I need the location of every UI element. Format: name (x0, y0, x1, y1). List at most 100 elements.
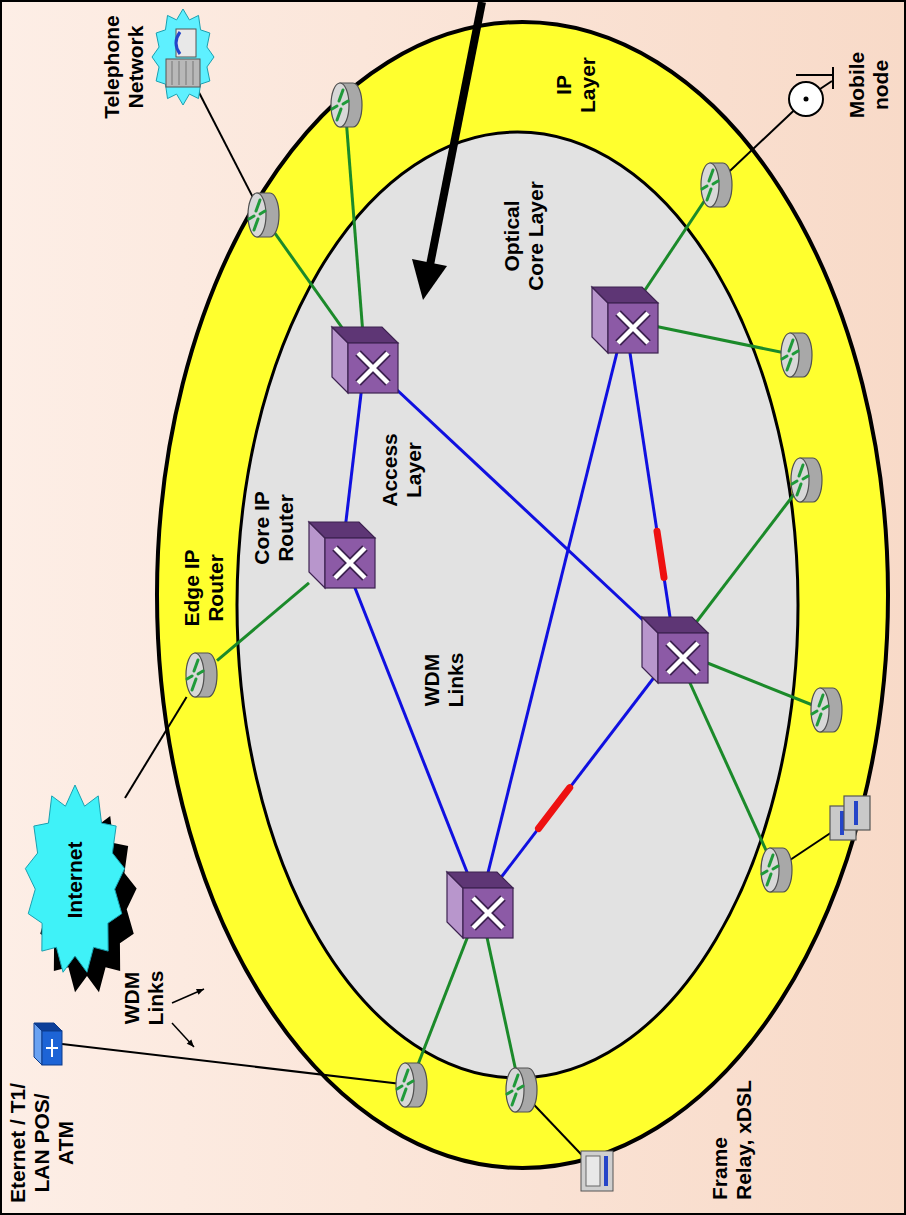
device-body (581, 1151, 613, 1191)
router-arrow (713, 181, 718, 184)
edge-router-icon (791, 458, 822, 502)
router-arrow (707, 189, 711, 200)
ring-outline (157, 22, 888, 1168)
edge-router-icon (761, 848, 792, 892)
router-arrow (249, 216, 254, 219)
router-arrow (397, 1086, 402, 1089)
router-arrow (792, 481, 797, 484)
ethernet-switch-shape (30, 1021, 64, 1067)
cube-cross (358, 353, 388, 383)
router-top (331, 83, 349, 127)
core-router: Core IP Router (309, 522, 375, 588)
router-arrow (192, 679, 196, 690)
core-ring-shape (235, 130, 800, 1080)
edge-router-shape (183, 653, 217, 697)
access-ring-shape (155, 20, 890, 1170)
router-top (248, 193, 266, 237)
edge-router-icon (781, 333, 812, 377)
router-arrow (402, 1089, 406, 1100)
cube-cross (335, 548, 365, 578)
node-label: Optical Core Layer (500, 177, 548, 295)
ring-outline (237, 132, 798, 1078)
handset (176, 32, 180, 54)
layer-label: Access Layer (378, 430, 426, 510)
cube-cross (473, 898, 503, 928)
core-router-icon (642, 617, 708, 683)
router-arrow (823, 706, 828, 709)
link-label: WDM Links (420, 645, 468, 715)
router-top (396, 1063, 414, 1107)
access-line (190, 75, 262, 215)
router-arrow (793, 351, 798, 354)
edge-router-icon (186, 653, 217, 697)
switch-side (34, 1023, 62, 1031)
node-label: Internet (63, 841, 87, 918)
internet-cloud: Internet (25, 785, 125, 975)
edge-router-icon (506, 1068, 537, 1112)
router-arrow (332, 106, 337, 109)
mobile-dish-shape (786, 67, 836, 119)
router-top (186, 653, 204, 697)
building-floor (186, 61, 187, 85)
ethernet-switch: Eternet / T1/ LAN POS/ ATM (30, 1021, 64, 1067)
cube-cross (358, 353, 388, 383)
cube-cross (618, 313, 648, 343)
dish (789, 82, 823, 116)
leader-arrow-head (187, 1039, 194, 1047)
router-arrow (187, 676, 192, 679)
telephone-cloud-shape (152, 9, 214, 105)
link-label: WDM Links (120, 963, 168, 1033)
cube-cross (668, 643, 698, 673)
router-arrow (343, 101, 348, 104)
frame-relay-device: Frame Relay, xDSL (575, 1147, 619, 1195)
dish-feed (804, 97, 809, 102)
edge-router-icon (811, 688, 842, 732)
core-ring: Optical Core LayerCore IP Router (235, 130, 800, 1080)
building-floor (193, 61, 194, 85)
node-label: Telephone Network (100, 7, 148, 127)
cube-cross (668, 643, 698, 673)
mobile-dish: Mobile node (786, 67, 836, 119)
router-arrow (767, 874, 771, 885)
core-router-icon (332, 327, 398, 393)
router-arrow (799, 465, 803, 476)
switch-front (42, 1031, 62, 1065)
core-router-shape (309, 522, 375, 588)
router-top (761, 848, 779, 892)
node-label: Core IP Router (250, 484, 298, 572)
cube-side (309, 522, 375, 538)
telephone (176, 29, 196, 57)
leader-arrow (172, 989, 204, 1003)
cube-front (348, 343, 398, 393)
router-top (811, 688, 829, 732)
access-ring: IP LayerOptical Core LayerCore IP Router… (155, 20, 890, 1170)
router-arrow (787, 359, 791, 370)
cube-front (463, 888, 513, 938)
router-arrow (518, 1086, 523, 1089)
node-label: IP Layer (552, 53, 600, 117)
cloud (152, 9, 214, 105)
edge-router-icon (331, 83, 362, 127)
leader-arrow (172, 1023, 194, 1047)
cube-cross (618, 313, 648, 343)
cube-side (642, 617, 708, 633)
node-label: Eternet / T1/ LAN POS/ ATM (6, 1079, 78, 1207)
switch-symbol (46, 1039, 58, 1057)
node-label: Frame Relay, xDSL (708, 1072, 756, 1200)
router-arrow (817, 714, 821, 725)
cube-side (447, 872, 513, 888)
core-router-icon (309, 522, 375, 588)
router-top (701, 163, 719, 207)
cube-front (658, 633, 708, 683)
telephone-cloud: Telephone Network (152, 9, 214, 105)
router-arrow (339, 90, 343, 101)
building-floor (179, 61, 180, 85)
node-label: Mobile node (845, 45, 893, 125)
leader-arrow-head (196, 989, 204, 995)
frame-relay-device-shape (575, 1147, 619, 1195)
router-arrow (408, 1081, 413, 1084)
router-arrow (260, 211, 265, 214)
